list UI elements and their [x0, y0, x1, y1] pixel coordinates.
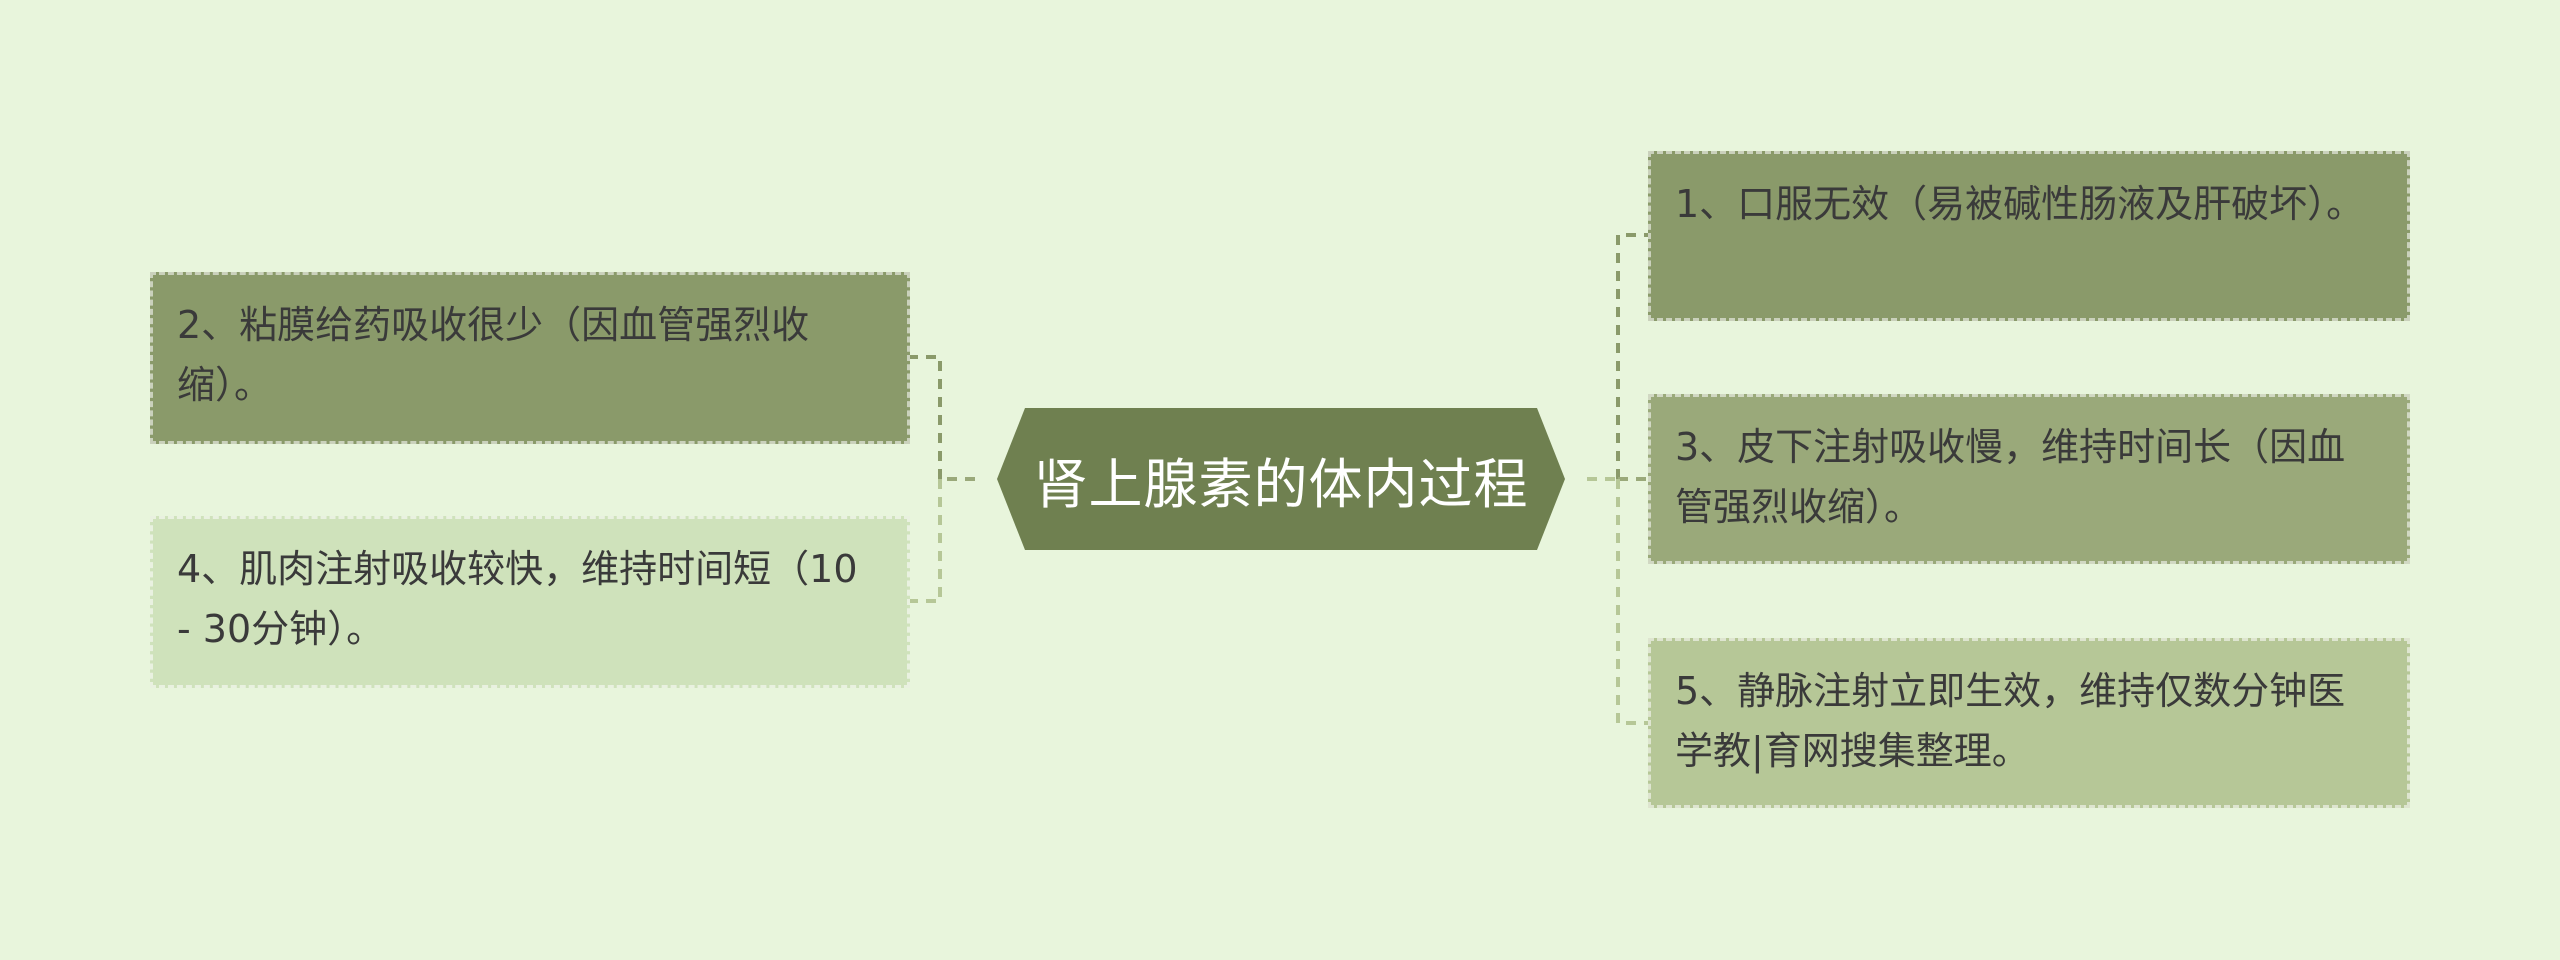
topic-node-left-2[interactable]: 4、肌肉注射吸收较快，维持时间短（10 - 30分钟）。	[150, 516, 910, 688]
topic-text: 4、肌肉注射吸收较快，维持时间短（10 - 30分钟）。	[177, 547, 858, 651]
connector-right-bottom	[1616, 479, 1648, 725]
topic-node-right-2[interactable]: 3、皮下注射吸收慢，维持时间长（因血管强烈收缩）。	[1648, 394, 2410, 564]
topic-text: 3、皮下注射吸收慢，维持时间长（因血管强烈收缩）。	[1675, 425, 2346, 529]
topic-text: 1、口服无效（易被碱性肠液及肝破坏）。	[1675, 182, 2365, 226]
topic-text: 5、静脉注射立即生效，维持仅数分钟医学教|育网搜集整理。	[1675, 669, 2346, 773]
root-hexagon-shape	[997, 408, 1565, 550]
topic-node-right-1[interactable]: 1、口服无效（易被碱性肠液及肝破坏）。	[1648, 151, 2410, 321]
connector-left-bottom	[910, 479, 942, 603]
topic-node-left-1[interactable]: 2、粘膜给药吸收很少（因血管强烈收缩）。	[150, 272, 910, 444]
connector-left-top	[910, 355, 942, 479]
topic-text: 2、粘膜给药吸收很少（因血管强烈收缩）。	[177, 303, 810, 407]
connector-right-top	[1616, 233, 1648, 479]
root-title: 肾上腺素的体内过程	[1033, 452, 1529, 516]
root-node[interactable]: 肾上腺素的体内过程	[975, 406, 1587, 552]
topic-node-right-3[interactable]: 5、静脉注射立即生效，维持仅数分钟医学教|育网搜集整理。	[1648, 638, 2410, 808]
